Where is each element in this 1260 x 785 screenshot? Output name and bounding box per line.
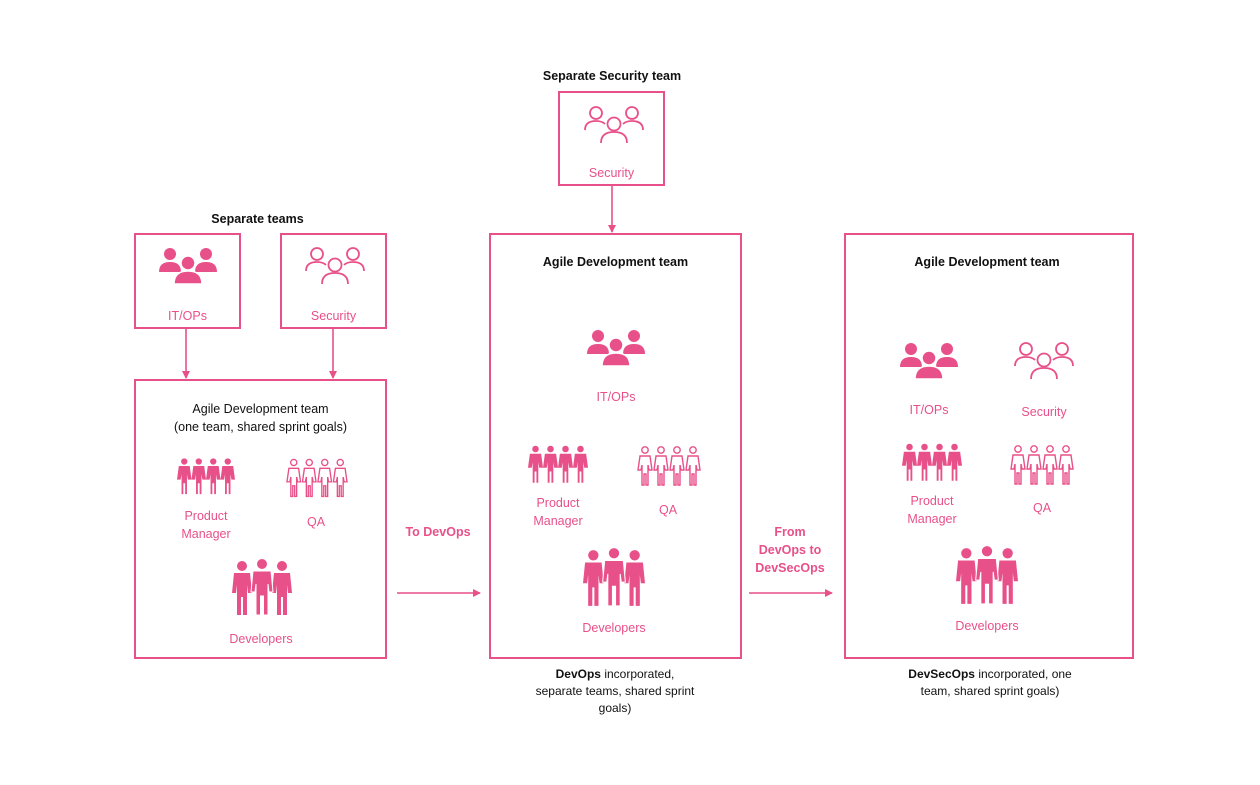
security-label: Security <box>588 166 635 180</box>
caption-line3: goals) <box>598 701 632 715</box>
arrow2-label-line1: From <box>774 525 806 539</box>
qa-icon <box>1010 445 1074 485</box>
arrow2-label-line2: DevOps to <box>758 543 822 557</box>
pm-label-line1: Product <box>910 494 954 508</box>
devops-caption: DevOps incorporated, separate teams, sha… <box>500 666 730 717</box>
group-outline-icon <box>584 105 644 145</box>
qa-label: QA <box>658 503 678 517</box>
caption-rest: incorporated, <box>600 667 675 681</box>
qa-label: QA <box>1032 501 1052 515</box>
group-outline-icon <box>305 246 365 286</box>
group-solid-icon <box>157 246 219 286</box>
pm-label-line2: Manager <box>181 527 231 541</box>
security-box: Security <box>280 233 387 329</box>
itops-box: IT/OPs <box>134 233 241 329</box>
team-title: Agile Development team <box>914 255 1060 269</box>
itops-label: IT/OPs <box>909 403 949 417</box>
separate-teams-title: Separate teams <box>211 212 304 226</box>
caption-line2: team, shared sprint goals) <box>920 684 1060 698</box>
agile-team-box-right: Agile Development team IT/OPs Security P… <box>844 233 1134 659</box>
caption-bold: DevOps <box>555 667 601 681</box>
separate-security-team-title: Separate Security team <box>542 69 682 83</box>
developers-label: Developers <box>582 621 646 635</box>
qa-icon <box>286 458 348 498</box>
product-manager-icon <box>177 456 235 496</box>
developers-label: Developers <box>229 632 293 646</box>
security-team-box: Security <box>558 91 665 186</box>
devsecops-caption: DevSecOps incorporated, one team, shared… <box>860 666 1120 700</box>
group-solid-icon <box>585 328 647 368</box>
caption-rest: incorporated, one <box>974 667 1072 681</box>
to-devops-label: To DevOps <box>405 525 471 539</box>
pm-label-line2: Manager <box>533 514 583 528</box>
security-label: Security <box>1021 405 1067 419</box>
qa-icon <box>637 446 701 486</box>
itops-label: IT/OPs <box>168 309 207 323</box>
caption-line2: separate teams, shared sprint <box>535 684 695 698</box>
developers-icon <box>232 559 292 615</box>
pm-label-line2: Manager <box>907 512 957 526</box>
arrow2-label-line3: DevSecOps <box>755 561 825 575</box>
to-devsecops-label: From DevOps to DevSecOps <box>740 523 840 577</box>
caption-bold: DevSecOps <box>908 667 975 681</box>
agile-team-box-middle: Agile Development team IT/OPs Product Ma… <box>489 233 742 659</box>
developers-icon <box>583 548 645 606</box>
qa-label: QA <box>306 515 326 529</box>
security-label: Security <box>310 309 357 323</box>
developers-label: Developers <box>955 619 1019 633</box>
product-manager-icon <box>902 442 962 482</box>
pm-label-line1: Product <box>536 496 580 510</box>
product-manager-icon <box>528 444 588 484</box>
developers-icon <box>956 546 1018 604</box>
team-title-line2: (one team, shared sprint goals) <box>173 420 347 434</box>
team-title-line1: Agile Development team <box>192 402 329 416</box>
team-title: Agile Development team <box>542 255 689 269</box>
pm-label-line1: Product <box>184 509 228 523</box>
group-outline-icon <box>1014 341 1074 381</box>
agile-team-box-left: Agile Development team (one team, shared… <box>134 379 387 659</box>
group-solid-icon <box>898 341 960 381</box>
itops-label: IT/OPs <box>596 390 636 404</box>
